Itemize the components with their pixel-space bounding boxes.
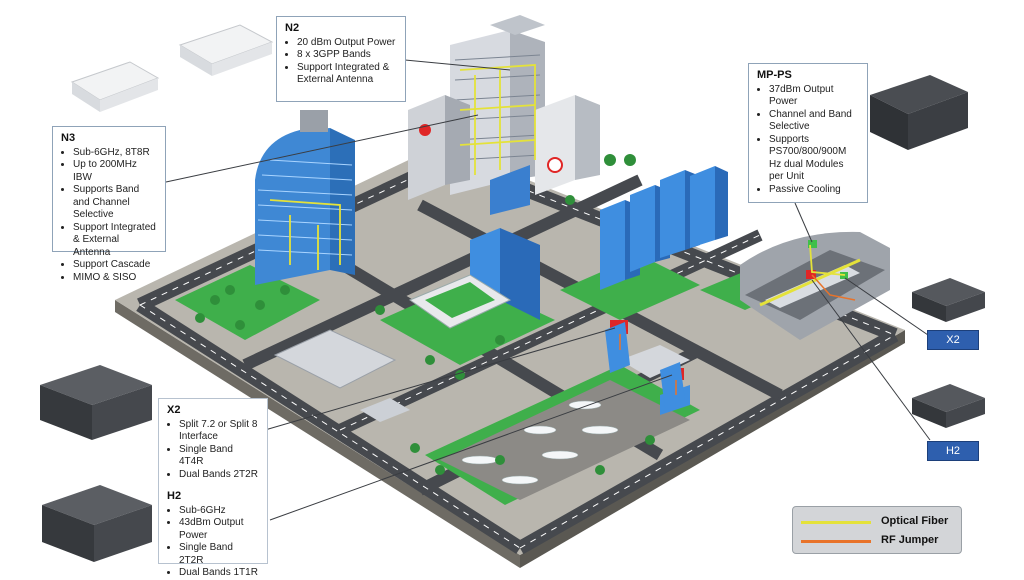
callout-h2-title: H2 <box>167 490 182 502</box>
callout-n3-item: MIMO & SISO <box>73 272 157 285</box>
device-x2-small-image <box>912 278 985 322</box>
callout-x2-item: Split 7.2 or Split 8 Interface <box>179 419 259 444</box>
callout-n2-item: 20 dBm Output Power <box>297 37 397 50</box>
legend-label-optical-fiber: Optical Fiber <box>881 515 949 527</box>
callout-mpps-item: 37dBm Output Power <box>769 84 859 109</box>
callout-n2-item: 8 x 3GPP Bands <box>297 49 397 62</box>
callout-x2-item: Single Band 4T4R <box>179 444 259 469</box>
device-h2-image <box>42 485 152 562</box>
callout-x2-h2: X2 Split 7.2 or Split 8 Interface Single… <box>158 398 268 578</box>
small-towers <box>605 322 685 408</box>
tag-x2: X2 <box>927 330 979 350</box>
callout-n3-list: Sub-6GHz, 8T8R Up to 200MHz IBW Supports… <box>61 147 157 285</box>
callout-n3-item: Sub-6GHz, 8T8R <box>73 147 157 160</box>
callout-mpps-item: Channel and Band Selective <box>769 109 859 134</box>
train-station <box>740 231 890 340</box>
callout-mpps-list: 37dBm Output Power Channel and Band Sele… <box>757 84 859 197</box>
callout-h2-item: Sub-6GHz <box>179 505 259 518</box>
callout-n2-list: 20 dBm Output Power 8 x 3GPP Bands Suppo… <box>285 37 397 87</box>
callout-h2-list: Sub-6GHz 43dBm Output Power Single Band … <box>167 505 259 580</box>
callout-mpps-item: Passive Cooling <box>769 184 859 197</box>
hospital-buildings <box>408 95 600 215</box>
optical-fiber-lines <box>269 64 846 276</box>
callout-n3-title: N3 <box>61 132 76 144</box>
callout-n3-item: Support Integrated & External Antenna <box>73 222 157 260</box>
curved-glass-tower <box>255 110 355 285</box>
callout-n2: N2 20 dBm Output Power 8 x 3GPP Bands Su… <box>276 16 406 102</box>
tag-h2: H2 <box>927 441 979 461</box>
device-n3-images <box>70 24 274 112</box>
callout-n2-item: Support Integrated & External Antenna <box>297 62 397 87</box>
legend-label-rf-jumper: RF Jumper <box>881 534 939 546</box>
callout-n2-title: N2 <box>285 22 300 34</box>
airplanes <box>461 400 619 485</box>
callout-h2-item: 43dBm Output Power <box>179 517 259 542</box>
airport-apron <box>440 380 690 500</box>
callout-x2-list: Split 7.2 or Split 8 Interface Single Ba… <box>167 419 259 482</box>
callout-x2-title: X2 <box>167 404 181 416</box>
residential-blocks <box>470 166 728 320</box>
callout-h2-item: Dual Bands 1T1R <box>179 567 259 580</box>
device-x2-image <box>40 365 152 440</box>
stadium <box>408 274 512 329</box>
device-h2-small-image <box>912 384 985 428</box>
callout-h2-item: Single Band 2T2R <box>179 542 259 567</box>
platform-side-left <box>115 300 520 568</box>
callout-n3-item: Support Cascade <box>73 259 157 272</box>
callout-leader-lines <box>165 59 931 521</box>
callout-n3: N3 Sub-6GHz, 8T8R Up to 200MHz IBW Suppo… <box>52 126 166 283</box>
legend-swatch-rf-jumper <box>801 540 871 543</box>
legend-row-optical-fiber: Optical Fiber <box>801 513 957 531</box>
callout-mpps-item: Supports PS700/800/900M Hz dual Modules … <box>769 134 859 184</box>
device-mpps-image <box>870 75 968 150</box>
callout-n3-item: Up to 200MHz IBW <box>73 159 157 184</box>
legend: Optical Fiber RF Jumper <box>792 506 962 554</box>
callout-n3-item: Supports Band and Channel Selective <box>73 184 157 222</box>
rf-jumper-lines <box>619 274 856 395</box>
legend-swatch-optical-fiber <box>801 521 871 524</box>
callout-mpps: MP-PS 37dBm Output Power Channel and Ban… <box>748 63 868 203</box>
legend-row-rf-jumper: RF Jumper <box>801 532 957 550</box>
callout-x2-item: Dual Bands 2T2R <box>179 469 259 482</box>
callout-mpps-title: MP-PS <box>757 69 792 81</box>
